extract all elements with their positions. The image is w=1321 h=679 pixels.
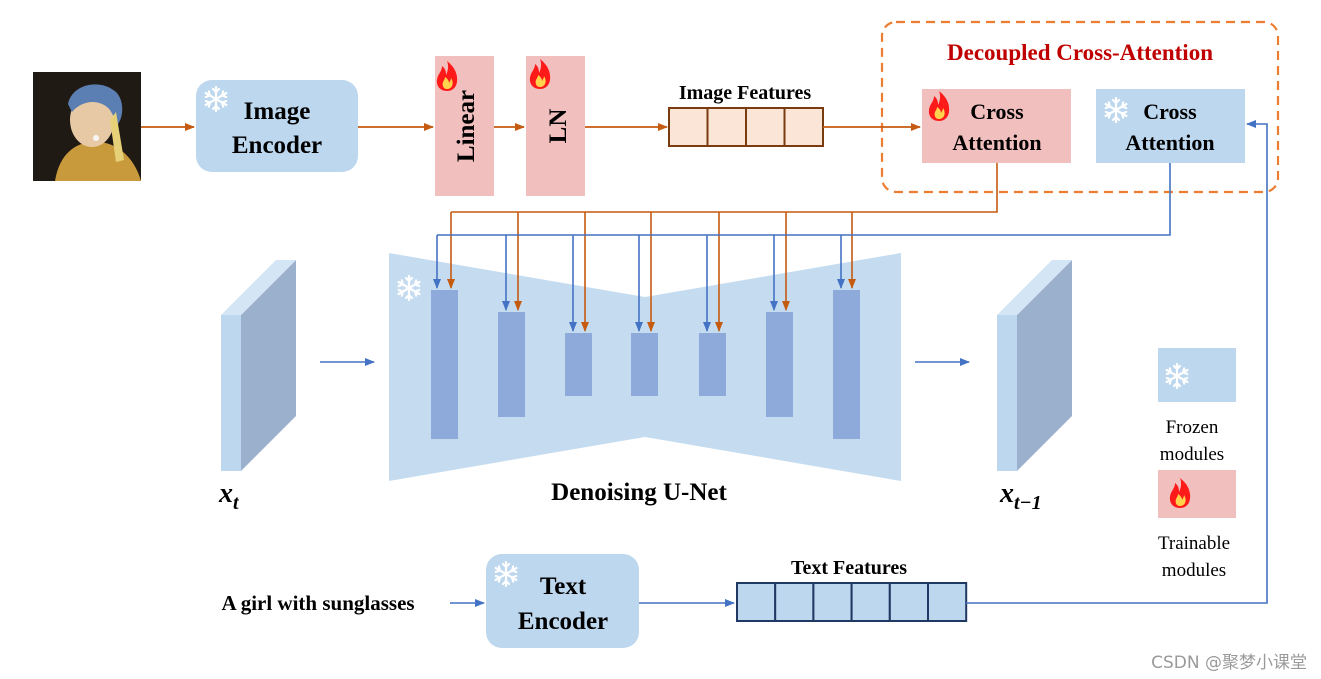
linear-block: Linear [435,56,494,196]
image-features: Image Features [668,82,824,147]
text-encoder-block: Text Encoder [486,554,639,648]
legend-frozen-swatch [1158,348,1236,402]
unet-block [565,333,592,396]
text-features: Text Features [736,557,968,622]
unet-block [766,312,793,417]
ln-label: LN [545,109,572,144]
unet-block [431,290,458,439]
image-feature-cell [668,107,709,147]
decoupled-cross-attention: Decoupled Cross-Attention Cross Attentio… [880,20,1280,194]
text-encoder-label-1: Text [540,573,587,600]
frozen-cross-attention: Cross Attention [1096,89,1245,163]
frozen-ca-label-1: Cross [1143,99,1197,124]
latent-input: xt [218,260,296,514]
arrow-text-features-to-cross-attention [966,120,1268,604]
image-encoder-label-2: Encoder [232,132,322,159]
linear-label: Linear [453,90,480,162]
unet-block [699,333,726,396]
latent-output: xt−1 [997,260,1072,514]
image-feature-cell [745,107,786,147]
prompt-text: A girl with sunglasses [221,591,414,615]
text-feature-cell [888,582,929,622]
trainable-cross-attention: Cross Attention [922,89,1071,163]
latent-input-label: xt [218,478,240,514]
legend-frozen-label-2: modules [1160,444,1224,465]
trainable-ca-label-2: Attention [952,130,1041,155]
layer-norm-block: LN [526,56,585,196]
unet-block [498,312,525,417]
text-feature-cell [774,582,815,622]
text-feature-cell [850,582,891,622]
legend-trainable-label-1: Trainable [1158,533,1230,554]
image-feature-cell [706,107,747,147]
image-features-label: Image Features [679,82,812,104]
unet-label: Denoising U-Net [551,479,727,506]
legend-trainable-swatch [1158,470,1236,518]
text-feature-cell [927,582,968,622]
blue-injection-lines [433,163,1171,332]
image-feature-cell [783,107,824,147]
frozen-ca-label-2: Attention [1125,130,1214,155]
text-features-label: Text Features [791,557,907,579]
unet-block [833,290,860,439]
watermark: CSDN @聚梦小课堂 [1151,653,1307,673]
legend-trainable-label-2: modules [1162,560,1226,581]
input-portrait-image [33,72,141,181]
denoising-unet: Denoising U-Net [389,253,901,506]
image-encoder-block: Image Encoder [196,80,358,172]
latent-output-label: xt−1 [999,478,1042,514]
trainable-ca-label-1: Cross [970,99,1024,124]
text-encoder-label-2: Encoder [518,608,608,635]
text-feature-cell [812,582,853,622]
unet-block [631,333,658,396]
legend-frozen-label-1: Frozen [1166,417,1219,438]
decoupled-title: Decoupled Cross-Attention [947,40,1213,65]
text-feature-cell [736,582,777,622]
orange-injection-lines [447,163,998,332]
image-encoder-label-1: Image [244,98,311,125]
legend: Frozen modules Trainable modules [1158,348,1236,581]
decoupled-dashed-border [880,20,1280,194]
